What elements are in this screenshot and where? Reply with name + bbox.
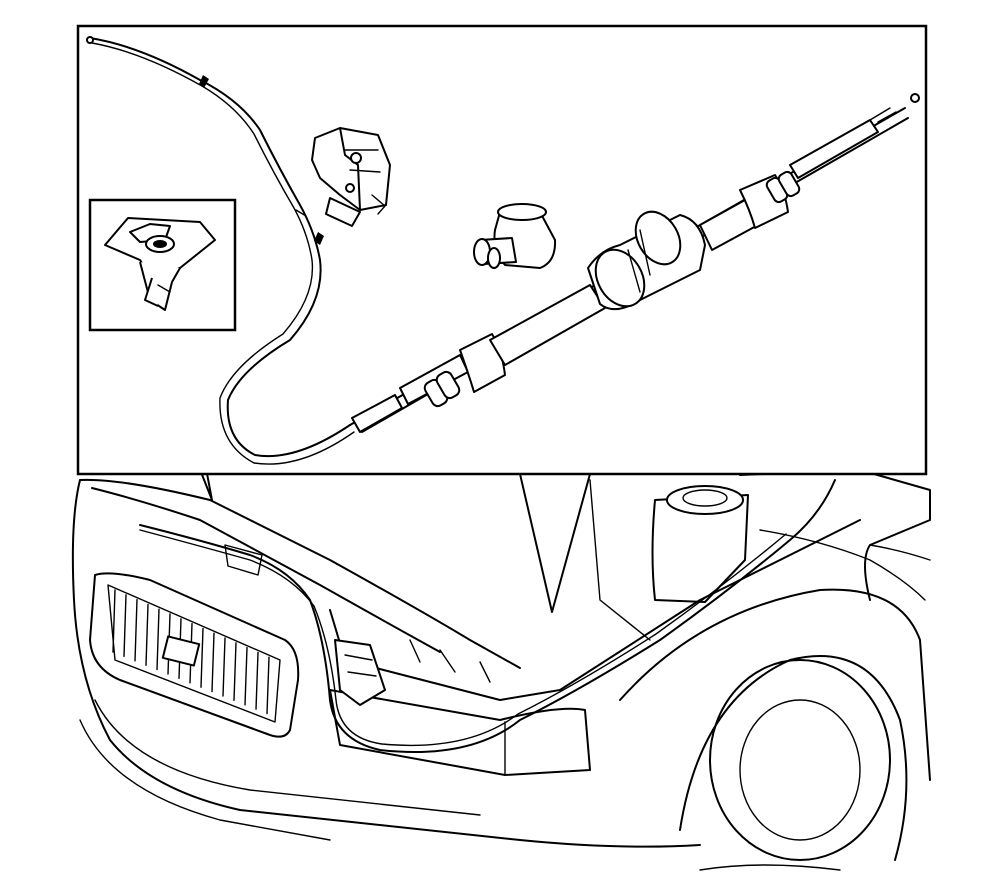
callout-pointer-main: [519, 473, 591, 613]
wheel: [709, 659, 891, 861]
fluid-reservoir: [651, 485, 749, 603]
installed-clip: [224, 544, 263, 576]
grille-bar: [266, 656, 270, 715]
cable-end-ring: [910, 93, 920, 103]
front-panel-inner-edge: [91, 487, 441, 653]
grille-bar: [222, 637, 226, 697]
grille-bar: [200, 627, 204, 688]
clip-nut: [104, 217, 216, 311]
cable-end-eyelet: [86, 36, 94, 44]
grille-bar: [134, 598, 138, 662]
wheel-hub: [739, 699, 861, 841]
grille-bar: [156, 608, 160, 671]
headlight: [329, 689, 591, 776]
hood-latch: [311, 127, 391, 227]
fender-top: [739, 469, 931, 601]
front-panel-edge: [79, 478, 521, 669]
grille-bar: [255, 651, 259, 710]
vehicle-front-end: [71, 469, 931, 871]
grille-bar: [145, 603, 149, 666]
hood-release-cable: [86, 36, 355, 465]
grille-bar: [211, 632, 215, 693]
cable-sleeve-assembly: [349, 93, 920, 433]
grille-bar: [233, 642, 237, 702]
grille-badge: [161, 635, 201, 667]
grille-bar: [123, 594, 127, 658]
bumper-lower-line: [79, 719, 331, 841]
fender-arch: [619, 588, 931, 781]
bumper-crease: [94, 699, 481, 816]
wheel-arch-inner: [679, 655, 908, 861]
grille-bar: [244, 646, 248, 706]
bumper-outline: [71, 479, 701, 848]
cable-grommet: [473, 203, 557, 269]
installed-latch: [334, 639, 386, 706]
grille-bar: [112, 589, 116, 653]
installed-cable-routing: [139, 479, 926, 753]
grille: [89, 572, 300, 738]
